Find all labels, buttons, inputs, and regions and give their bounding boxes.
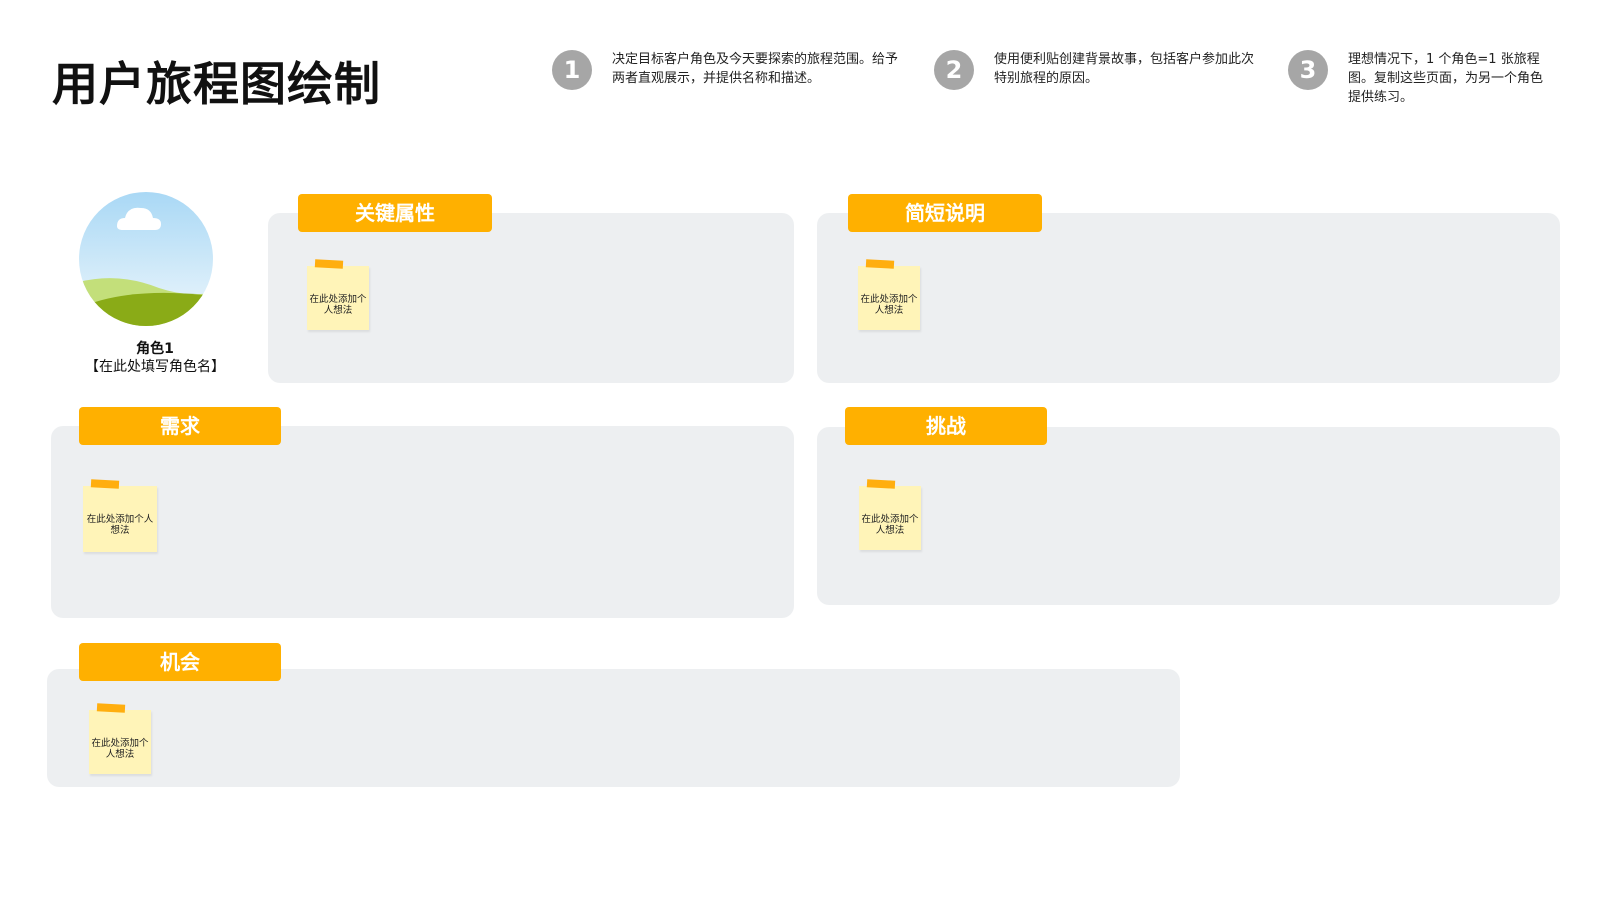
challenges-panel bbox=[817, 427, 1560, 605]
landscape-avatar-icon[interactable] bbox=[79, 192, 213, 326]
persona-name-placeholder[interactable]: 【在此处填写角色名】 bbox=[85, 359, 225, 375]
needs-sticky-note[interactable]: 在此处添加个人想法 bbox=[83, 479, 157, 552]
persona-name: 角色1 bbox=[136, 341, 174, 357]
brief-panel bbox=[817, 213, 1560, 383]
step-number-1: 1 bbox=[552, 50, 592, 90]
sticky-tape-icon bbox=[96, 703, 126, 713]
step-text-1: 决定目标客户角色及今天要探索的旅程范围。给予两者直观展示，并提供名称和描述。 bbox=[612, 52, 899, 86]
step-text-2: 使用便利贴创建背景故事，包括客户参加此次特别旅程的原因。 bbox=[994, 52, 1255, 86]
opportunities-sticky-note[interactable]: 在此处添加个人想法 bbox=[89, 703, 151, 774]
key-attributes-tab: 关键属性 bbox=[298, 194, 492, 232]
sticky-note-text: 在此处添加个人想法 bbox=[91, 738, 149, 760]
sticky-tape-icon bbox=[866, 479, 896, 489]
page-title: 用户旅程图绘制 bbox=[52, 57, 381, 111]
sticky-tape-icon bbox=[90, 479, 120, 489]
sticky-tape-icon bbox=[865, 259, 895, 269]
step-number-3: 3 bbox=[1288, 50, 1328, 90]
sticky-note-text: 在此处添加个人想法 bbox=[86, 514, 154, 536]
needs-tab: 需求 bbox=[79, 407, 281, 445]
sticky-tape-icon bbox=[314, 259, 344, 269]
needs-panel bbox=[51, 426, 794, 618]
sticky-note-text: 在此处添加个人想法 bbox=[861, 514, 919, 536]
sticky-note-text: 在此处添加个人想法 bbox=[860, 294, 918, 316]
opportunities-tab: 机会 bbox=[79, 643, 281, 681]
step-number-2: 2 bbox=[934, 50, 974, 90]
key-attributes-sticky-note[interactable]: 在此处添加个人想法 bbox=[307, 259, 369, 330]
challenges-tab: 挑战 bbox=[845, 407, 1047, 445]
brief-tab: 简短说明 bbox=[848, 194, 1042, 232]
sticky-note-text: 在此处添加个人想法 bbox=[309, 294, 367, 316]
opportunities-panel bbox=[47, 669, 1180, 787]
step-text-3: 理想情况下，1 个角色=1 张旅程图。复制这些页面，为另一个角色提供练习。 bbox=[1348, 52, 1544, 105]
brief-sticky-note[interactable]: 在此处添加个人想法 bbox=[858, 259, 920, 330]
challenges-sticky-note[interactable]: 在此处添加个人想法 bbox=[859, 479, 921, 550]
